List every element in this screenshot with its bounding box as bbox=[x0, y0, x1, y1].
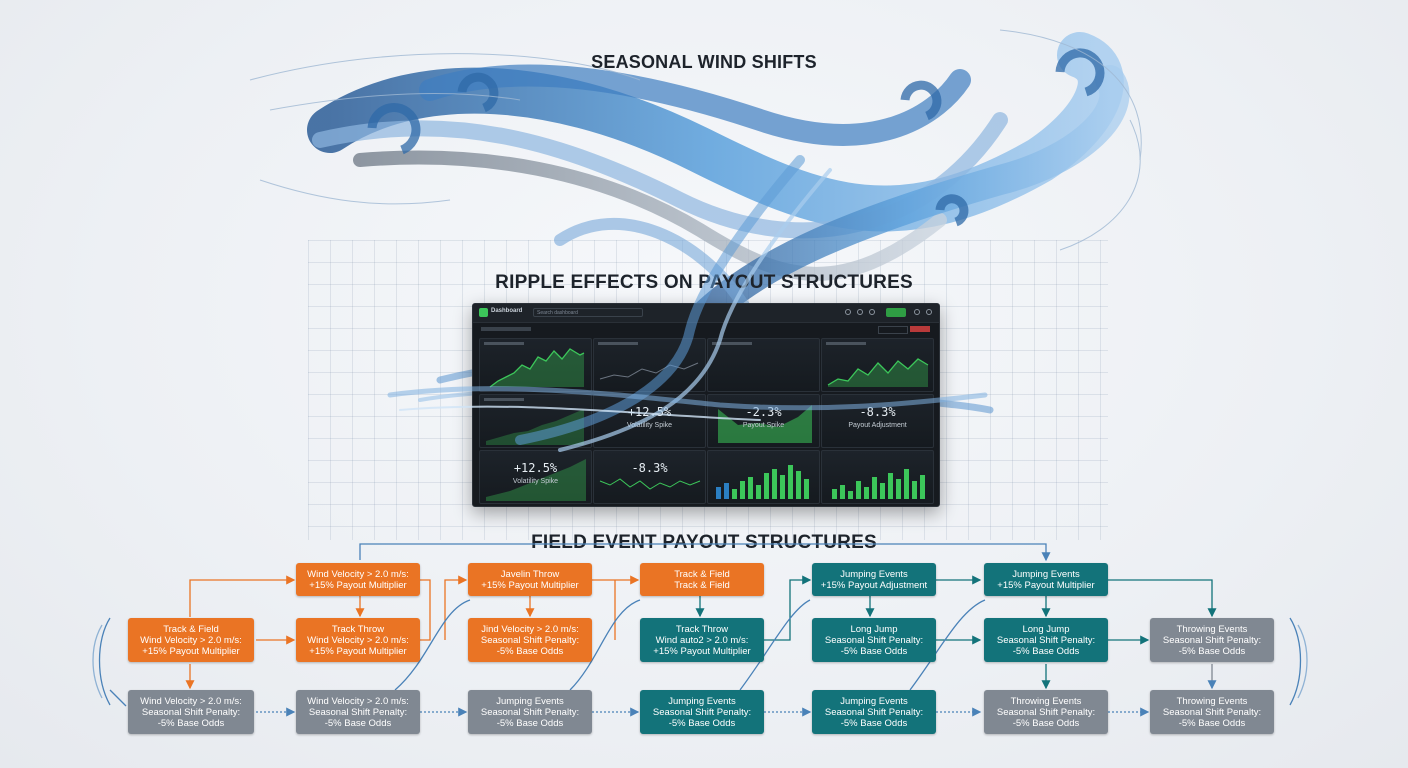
chart-panel-1 bbox=[479, 338, 592, 392]
node-wind-velocity-penalty-2[interactable]: Wind Velocity > 2.0 m/s:Seasonal Shift P… bbox=[296, 690, 420, 734]
user-icon[interactable] bbox=[914, 309, 920, 315]
dashboard-search-input[interactable]: Search dashboard bbox=[533, 308, 643, 317]
line-chart-1 bbox=[489, 348, 585, 388]
stat-value: -8.3% bbox=[859, 405, 896, 419]
bar-chart-panel-2 bbox=[821, 450, 934, 504]
line-chart-2 bbox=[599, 362, 699, 380]
node-javelin-throw[interactable]: Javelin Throw+15% Payout Multiplier bbox=[468, 563, 592, 596]
title-field-event-payout: FIELD EVENT PAYOUT STRUCTURES bbox=[531, 532, 877, 553]
node-wind-velocity-multiplier[interactable]: Wind Velocity > 2.0 m/s:+15% Payout Mult… bbox=[296, 563, 420, 596]
chart-panel-2 bbox=[593, 338, 706, 392]
node-jumping-events-adjustment[interactable]: Jumping Events+15% Payout Adjustment bbox=[812, 563, 936, 596]
dashboard-logo-icon bbox=[479, 308, 488, 317]
stat-panel-volatility: +12.5% Volatility Spike bbox=[593, 394, 706, 448]
alert-button[interactable] bbox=[910, 326, 930, 332]
stat-label: Volatility Spike bbox=[512, 478, 559, 485]
dashboard-toolbar: Dashboard Search dashboard bbox=[473, 304, 939, 323]
title-seasonal-wind-shifts: SEASONAL WIND SHIFTS bbox=[591, 52, 817, 72]
node-jind-velocity-penalty[interactable]: Jind Velocity > 2.0 m/s:Seasonal Shift P… bbox=[468, 618, 592, 662]
chart-panel-5 bbox=[479, 394, 592, 448]
area-chart-5 bbox=[486, 409, 584, 445]
stat-label: Volatility Spike bbox=[626, 422, 673, 429]
stat-panel-change: -8.3% bbox=[593, 450, 706, 504]
node-jumping-events-multiplier[interactable]: Jumping Events+15% Payout Multiplier bbox=[984, 563, 1108, 596]
bar-chart-panel-1 bbox=[707, 450, 820, 504]
dashboard-window: Dashboard Search dashboard bbox=[472, 303, 940, 507]
chart-panel-3 bbox=[707, 338, 820, 392]
title-ripple-effects: RIPPLE EFFECTS ON PAYOUT STRUCTURES bbox=[495, 272, 913, 293]
refresh-icon[interactable] bbox=[845, 309, 851, 315]
stat-value: +12.5% bbox=[513, 461, 558, 475]
share-icon[interactable] bbox=[869, 309, 875, 315]
stat-panel-volatility-2: +12.5% Volatility Spike bbox=[479, 450, 592, 504]
line-chart-4 bbox=[827, 358, 929, 387]
live-toggle-button[interactable] bbox=[886, 308, 906, 317]
settings-icon[interactable] bbox=[857, 309, 863, 315]
node-wind-velocity-penalty-1[interactable]: Wind Velocity > 2.0 m/s:Seasonal Shift P… bbox=[128, 690, 254, 734]
chart-panel-4 bbox=[821, 338, 934, 392]
stat-panel-payout-spike: -2.3% Payout Spike bbox=[707, 394, 820, 448]
stat-value: -8.3% bbox=[631, 461, 668, 475]
dashboard-brand: Dashboard bbox=[491, 308, 523, 314]
stat-value: +12.5% bbox=[627, 405, 672, 419]
date-range-button[interactable] bbox=[878, 326, 908, 334]
stat-label: Payout Adjustment bbox=[848, 422, 907, 429]
dashboard-subbar bbox=[473, 323, 939, 336]
stat-panel-payout-adjustment: -8.3% Payout Adjustment bbox=[821, 394, 934, 448]
stat-value: -2.3% bbox=[745, 405, 782, 419]
menu-icon[interactable] bbox=[926, 309, 932, 315]
stat-label: Payout Spike bbox=[742, 422, 785, 429]
